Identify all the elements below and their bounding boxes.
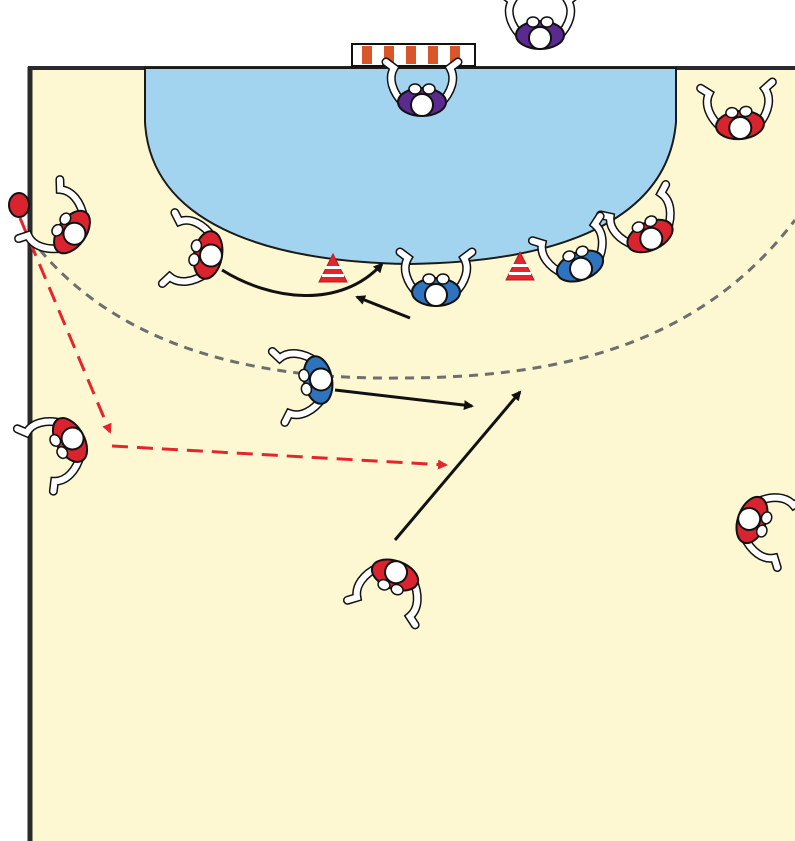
run-arrow-defender <box>355 295 411 320</box>
pass-arrow-across <box>111 444 448 470</box>
ball <box>8 192 30 218</box>
run-arrow-blue-defender <box>334 388 474 411</box>
goalkeeper-outside <box>504 0 576 49</box>
pass-arrow-down <box>18 217 112 434</box>
free-throw-line <box>38 219 795 380</box>
run-arrow-backcourt <box>393 390 522 541</box>
run-arrow-pivot <box>221 262 384 297</box>
